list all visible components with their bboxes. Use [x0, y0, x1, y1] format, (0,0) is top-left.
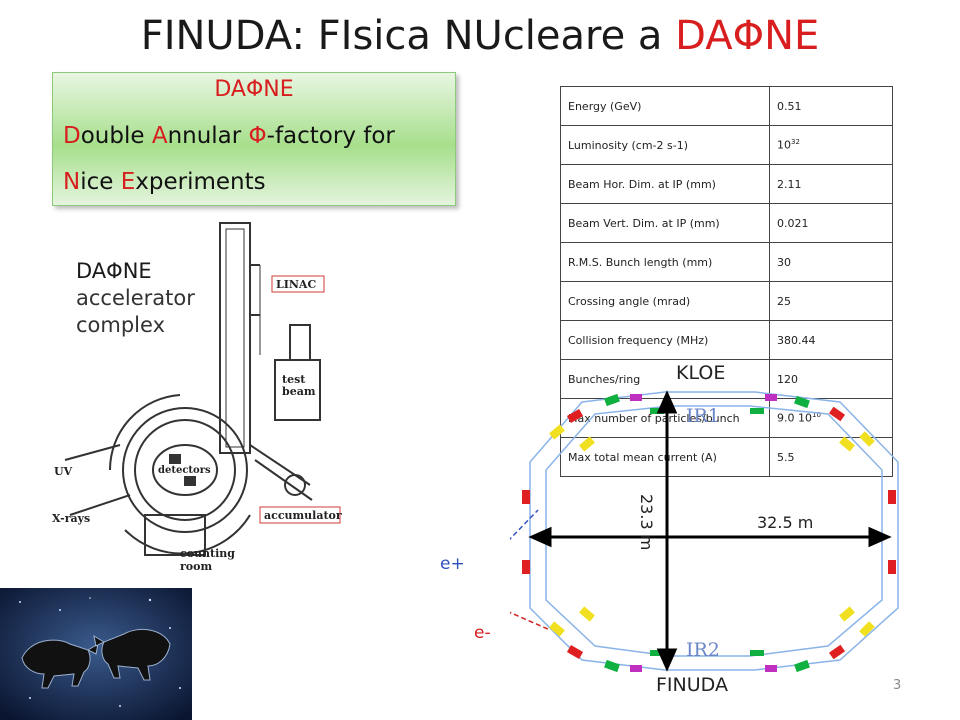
kloe-label: KLOE: [676, 362, 726, 384]
param-value-text: 120: [777, 372, 798, 386]
page-number: 3: [893, 678, 902, 693]
schematic-label-xrays: X-rays: [52, 512, 90, 525]
param-value: 5.5: [769, 437, 893, 477]
e-minus-label: e-: [474, 623, 491, 643]
box-line1-segment: A: [151, 123, 168, 149]
param-value-text: 9.0 10: [777, 411, 812, 425]
param-name: R.M.S. Bunch length (mm): [560, 242, 770, 282]
ir1-label: IR1: [686, 405, 720, 427]
param-name: Collision frequency (MHz): [560, 320, 770, 360]
param-value-text: 0.51: [777, 99, 802, 113]
param-value-text: 10: [777, 138, 791, 152]
table-row: R.M.S. Bunch length (mm) 30: [560, 242, 893, 282]
param-name: Beam Vert. Dim. at IP (mm): [560, 203, 770, 243]
table-row: Crossing angle (mrad) 25: [560, 281, 893, 321]
param-name: Max total mean current (A): [560, 437, 770, 477]
box-line1-segment: Φ: [248, 123, 267, 149]
param-name: Crossing angle (mrad): [560, 281, 770, 321]
table-row: Energy (GeV) 0.51: [560, 86, 893, 126]
param-value: 2.11: [769, 164, 893, 204]
accelerator-label-line3: complex: [76, 313, 165, 337]
param-value: 380.44: [769, 320, 893, 360]
param-value-text: 25: [777, 294, 791, 308]
finuda-bulls-logo: [0, 588, 192, 720]
schematic-label-test: test: [282, 373, 306, 386]
dafne-ring-diagram: IR1 IR2: [510, 390, 899, 673]
param-name: Max number of particles/bunch: [560, 398, 770, 438]
box-line2-segment: N: [63, 169, 81, 195]
param-name: Luminosity (cm-2 s-1): [560, 125, 770, 165]
box-line1-segment: -factory for: [266, 123, 395, 149]
ir2-label: IR2: [686, 639, 720, 661]
schematic-label-uv: UV: [54, 465, 73, 478]
param-value-text: 2.11: [777, 177, 802, 191]
schematic-label-counting: counting: [180, 547, 235, 560]
table-row: Luminosity (cm-2 s-1)1032: [560, 125, 893, 165]
param-value-exponent: 10: [812, 411, 821, 420]
box-title: DAΦNE: [214, 77, 294, 102]
param-value: 30: [769, 242, 893, 282]
box-line2-segment: xperiments: [135, 169, 266, 195]
finuda-label: FINUDA: [656, 674, 728, 696]
param-value-text: 380.44: [777, 333, 816, 347]
param-value: 1032: [769, 125, 893, 165]
param-value-exponent: 32: [791, 138, 800, 147]
title-dafne: DAΦNE: [675, 13, 820, 59]
param-value: 25: [769, 281, 893, 321]
box-line2-segment: E: [120, 169, 136, 195]
accelerator-label-line2: accelerator: [76, 286, 195, 310]
accelerator-label: DAΦNE accelerator complex: [76, 258, 195, 339]
schematic-label-beam: beam: [282, 385, 316, 398]
table-row: Collision frequency (MHz) 380.44: [560, 320, 893, 360]
param-value-text: 0.021: [777, 216, 809, 230]
param-value-text: 30: [777, 255, 791, 269]
param-value-text: 5.5: [777, 450, 795, 464]
box-line-1: Double Annular Φ-factory for: [63, 123, 395, 149]
horizontal-dimension-label: 32.5 m: [757, 513, 814, 532]
schematic-label-accumulator: accumulator: [264, 509, 342, 522]
table-row: Max total mean current (A) 5.5: [560, 437, 893, 477]
table-row: Beam Vert. Dim. at IP (mm) 0.021: [560, 203, 893, 243]
box-line-2: Nice Experiments: [63, 169, 266, 195]
accelerator-schematic: detectors UV X-rays test beam counting r…: [52, 222, 342, 573]
title-prefix: FINUDA: FIsica NUcleare a: [140, 13, 676, 59]
param-value: 0.021: [769, 203, 893, 243]
schematic-label-linac: LINAC: [276, 278, 316, 291]
box-line2-segment: ice: [80, 169, 121, 195]
param-value: 0.51: [769, 86, 893, 126]
page-title: FINUDA: FIsica NUcleare a DAΦNE: [0, 10, 960, 62]
schematic-label-room: room: [180, 560, 212, 573]
schematic-label-detectors: detectors: [158, 465, 211, 476]
param-name: Energy (GeV): [560, 86, 770, 126]
table-row: Beam Hor. Dim. at IP (mm) 2.11: [560, 164, 893, 204]
accelerator-label-line1: DAΦNE: [76, 259, 152, 283]
vertical-dimension-label: 23.3 m: [637, 494, 656, 551]
dafne-acronym-box: DAΦNE Double Annular Φ-factory for Nice …: [52, 72, 456, 206]
e-plus-label: e+: [440, 554, 465, 574]
param-name: Beam Hor. Dim. at IP (mm): [560, 164, 770, 204]
box-line1-segment: nnular: [167, 123, 249, 149]
box-line1-segment: ouble: [80, 123, 152, 149]
box-line1-segment: D: [63, 123, 81, 149]
